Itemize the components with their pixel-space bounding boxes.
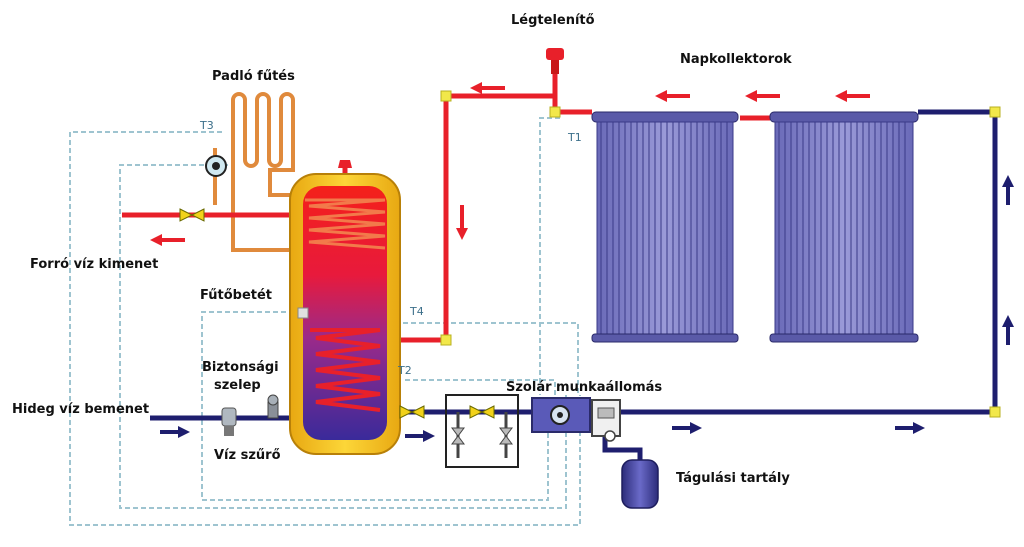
valves <box>179 208 495 419</box>
wire-t4 <box>395 322 579 395</box>
hot-flow-arrows <box>150 82 870 246</box>
arrow-up-2 <box>1002 315 1014 345</box>
sensor-t4: T4 <box>410 305 424 318</box>
solar-heat-coil <box>310 328 381 412</box>
label-biztonsagi-1: Biztonsági <box>202 360 279 375</box>
label-viz-szuro: Víz szűrő <box>214 448 281 463</box>
label-legtelenito: Légtelenítő <box>511 13 595 28</box>
valve-icon-hot-b <box>190 208 205 222</box>
solar-station <box>531 397 621 442</box>
arrow-up-1 <box>1002 175 1014 205</box>
sensor-t2: T2 <box>398 364 412 377</box>
heating-element <box>297 307 309 319</box>
label-forro-viz: Forró víz kimenet <box>30 257 159 272</box>
valve-icon-1b <box>410 405 425 419</box>
label-tagulasi: Tágulási tartály <box>676 471 790 486</box>
label-napkollektorok: Napkollektorok <box>680 52 792 67</box>
label-biztonsagi-2: szelep <box>214 378 261 393</box>
arrow-right-4 <box>895 422 925 434</box>
pipe-joints <box>440 90 1001 418</box>
solar-collector-1 <box>591 111 739 343</box>
arrow-right-2 <box>405 430 435 442</box>
valve-icon-2 <box>469 405 484 419</box>
label-padlo-futes: Padló fűtés <box>212 69 295 84</box>
upper-heat-coil <box>305 198 386 250</box>
solar-collector-2 <box>769 111 919 343</box>
valve-icon-1 <box>399 405 414 419</box>
floor-pump-icon <box>205 155 227 177</box>
storage-tank <box>289 160 401 455</box>
arrow-left-4 <box>835 90 870 102</box>
floor-return-path <box>231 205 300 252</box>
hot-supply-pipe <box>395 93 592 343</box>
label-hideg-viz: Hideg víz bemenet <box>12 402 150 417</box>
sensor-wiring <box>69 117 581 526</box>
safety-valve-icon <box>267 394 279 419</box>
label-szolar: Szolár munkaállomás <box>506 380 663 395</box>
expansion-vessel <box>621 459 659 509</box>
arrow-right-in <box>160 426 190 438</box>
air-vent-icon <box>546 48 564 74</box>
valve-icon-hot <box>179 208 194 222</box>
expansion-tank-pipe <box>602 430 643 460</box>
arrow-hot-out <box>150 234 185 246</box>
label-futobetet: Fűtőbetét <box>200 288 273 303</box>
arrow-left-2 <box>655 90 690 102</box>
hot-pipes <box>122 72 770 343</box>
valve-manifold <box>445 394 519 468</box>
arrow-left-1 <box>470 82 505 94</box>
arrow-left-3 <box>745 90 780 102</box>
pressure-gauge-icon <box>604 430 616 442</box>
wire-t1 <box>539 117 560 395</box>
wire-t3 <box>69 131 581 526</box>
tank-relief-valve <box>338 160 352 168</box>
floor-heating-coil <box>213 92 300 252</box>
valve-icon-2b <box>480 405 495 419</box>
water-filter-icon <box>221 407 237 436</box>
collector-return-pipe <box>620 109 998 415</box>
arrow-down-1 <box>456 205 468 240</box>
sensor-t3: T3 <box>200 119 214 132</box>
sensor-t1: T1 <box>568 131 582 144</box>
wire-t2b <box>405 379 556 395</box>
wire-t3b <box>119 164 567 509</box>
floor-coil-path <box>231 92 300 205</box>
arrow-right-3 <box>672 422 702 434</box>
cold-flow-arrows <box>160 175 1014 442</box>
wire-futobetet <box>201 311 549 501</box>
